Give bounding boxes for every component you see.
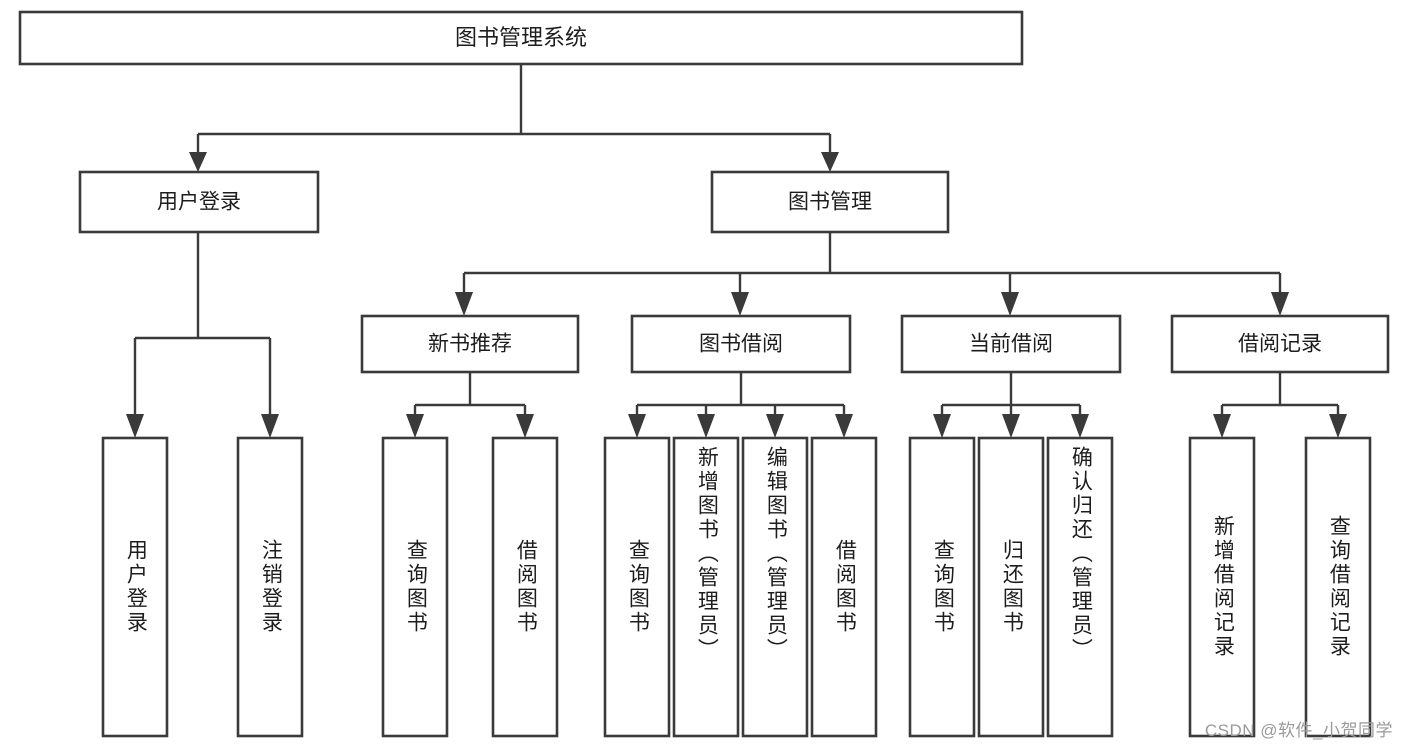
arrowhead-to-book-borrow <box>731 292 749 316</box>
node-user-login-box[interactable] <box>78 170 320 234</box>
leaf-box-user-login[interactable] <box>101 436 169 738</box>
node-book-management[interactable]: 图书管理 <box>710 170 950 234</box>
arrowhead-to-leaf-edit-book <box>766 414 784 438</box>
node-root-label: 图书管理系统 <box>455 25 587 50</box>
connector-group-book-management <box>455 232 1289 316</box>
arrowhead-to-current-borrow <box>1001 292 1019 316</box>
arrowhead-to-new-book-recommend <box>455 292 473 316</box>
connector-group-book-borrow <box>628 372 853 438</box>
node-new-book-recommend-label: 新书推荐 <box>428 333 512 356</box>
arrowhead-to-leaf-add-book <box>697 414 715 438</box>
arrowhead-to-borrow-record <box>1271 292 1289 316</box>
arrowhead-to-leaf-query-book-2 <box>628 414 646 438</box>
leaf-box-add-book[interactable] <box>672 436 740 738</box>
arrowhead-to-leaf-borrow-book-1 <box>516 414 534 438</box>
arrowhead-to-leaf-user-login <box>126 414 144 438</box>
leaf-box-borrow-book-1[interactable] <box>491 436 559 738</box>
connector-group-root <box>189 64 839 172</box>
leaf-box-return-book[interactable] <box>977 436 1045 738</box>
node-root-box[interactable] <box>18 10 1024 66</box>
arrowhead-to-book-management <box>821 152 839 172</box>
leaf-box-add-record[interactable] <box>1188 436 1256 738</box>
node-borrow-record[interactable]: 借阅记录 <box>1170 314 1390 374</box>
connector-group-current-borrow <box>933 372 1089 438</box>
node-current-borrow[interactable]: 当前借阅 <box>900 314 1122 374</box>
arrowhead-to-leaf-confirm-return <box>1071 414 1089 438</box>
connector-group-user-login <box>126 232 279 438</box>
leaf-box-query-book-3[interactable] <box>908 436 976 738</box>
arrowhead-to-leaf-query-book-3 <box>933 414 951 438</box>
leaf-box-confirm-return[interactable] <box>1046 436 1114 738</box>
node-current-borrow-box[interactable] <box>900 314 1122 374</box>
leaf-box-query-book-2[interactable] <box>603 436 671 738</box>
node-new-book-recommend[interactable]: 新书推荐 <box>360 314 580 374</box>
node-book-management-box[interactable] <box>710 170 950 234</box>
node-current-borrow-label: 当前借阅 <box>969 333 1053 356</box>
connector-group-new-book-recommend <box>406 372 534 438</box>
leaf-box-query-book-1[interactable] <box>381 436 449 738</box>
node-root[interactable]: 图书管理系统 <box>18 10 1024 66</box>
node-book-management-label: 图书管理 <box>788 191 872 214</box>
leaf-box-logout[interactable] <box>236 436 304 738</box>
arrowhead-to-leaf-query-record <box>1329 414 1347 438</box>
node-borrow-record-box[interactable] <box>1170 314 1390 374</box>
arrowhead-to-leaf-logout <box>261 414 279 438</box>
node-book-borrow-box[interactable] <box>630 314 852 374</box>
arrowhead-to-leaf-return-book <box>1002 414 1020 438</box>
leaf-box-edit-book[interactable] <box>741 436 809 738</box>
connector-group-borrow-record <box>1213 372 1347 438</box>
arrowhead-to-leaf-borrow-book-2 <box>835 414 853 438</box>
node-user-login[interactable]: 用户登录 <box>78 170 320 234</box>
leaf-box-query-record[interactable] <box>1304 436 1372 738</box>
node-user-login-label: 用户登录 <box>157 191 241 214</box>
leaf-boxes <box>101 436 1372 738</box>
arrowhead-to-leaf-add-record <box>1213 414 1231 438</box>
leaf-box-borrow-book-2[interactable] <box>810 436 878 738</box>
arrowhead-to-leaf-query-book-1 <box>406 414 424 438</box>
node-borrow-record-label: 借阅记录 <box>1238 333 1322 356</box>
arrowhead-to-user-login <box>189 152 207 172</box>
node-book-borrow[interactable]: 图书借阅 <box>630 314 852 374</box>
node-new-book-recommend-box[interactable] <box>360 314 580 374</box>
node-book-borrow-label: 图书借阅 <box>699 333 783 356</box>
